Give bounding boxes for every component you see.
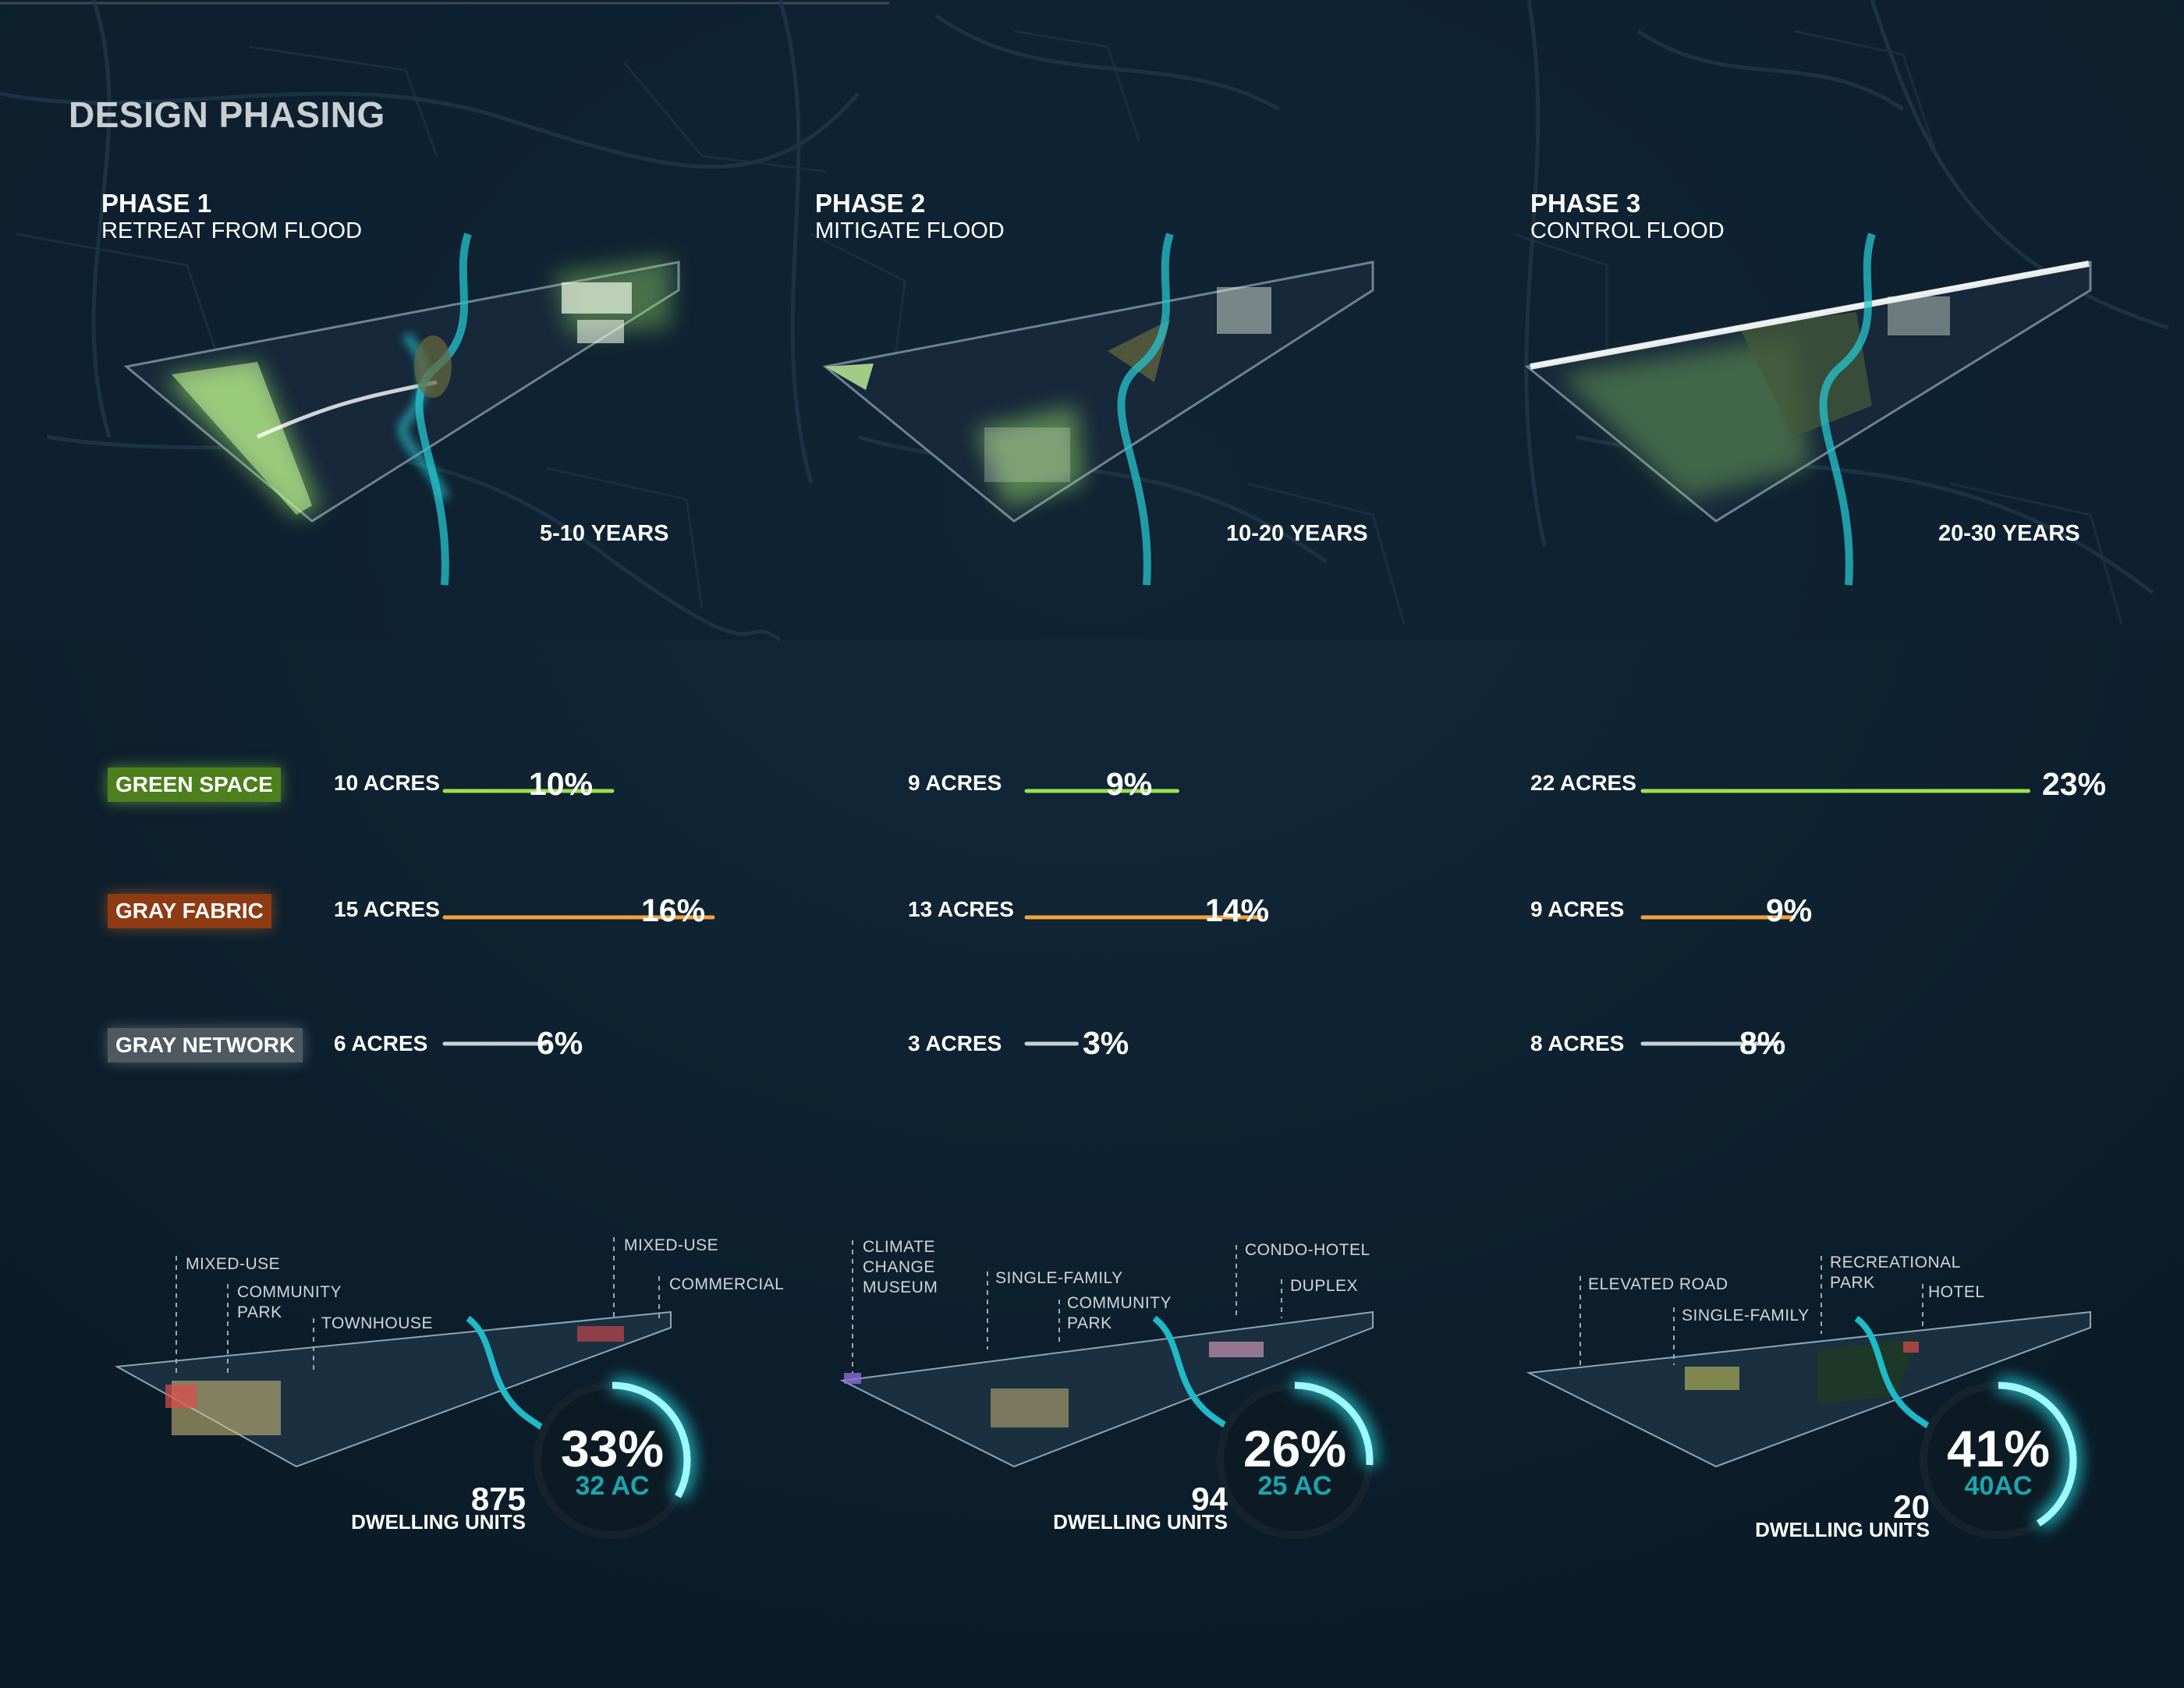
green-pct-phase-2: 9% (1106, 766, 1153, 802)
h3-units-number: 20 (1893, 1488, 1930, 1525)
h3-label-single-family: SINGLE-FAMILY (1682, 1307, 1810, 1325)
fabric-pct-phase-3: 9% (1766, 892, 1813, 928)
ring-percent-1: 33% (561, 1420, 664, 1477)
housing-1-units: 875 DWELLING UNITS (328, 1481, 526, 1534)
ring-acres-3: 40AC (1965, 1471, 2033, 1501)
ring-arc-1 (534, 1381, 691, 1539)
green-acres-phase-3: 22 ACRES (1530, 771, 1636, 795)
green-acres-phase-2: 9 ACRES (908, 771, 1002, 795)
housing-plan-1 (114, 1310, 672, 1500)
network-pct-phase-2: 3% (1083, 1025, 1129, 1061)
land-use-bar-chart (438, 785, 2035, 1050)
phase-3-subtitle: CONTROL FLOOD (1530, 218, 1725, 243)
ring-arc-3 (1920, 1381, 2077, 1539)
phase-3-years: 20-30 YEARS (1938, 521, 2080, 546)
ring-percent-3: 41% (1947, 1420, 2050, 1477)
page-title: DESIGN PHASING (69, 94, 385, 135)
phase-1-header: PHASE 1 RETREAT FROM FLOOD (101, 189, 362, 244)
network-acres-phase-1: 6 ACRES (334, 1031, 428, 1055)
fabric-acres-phase-1: 15 ACRES (334, 897, 440, 921)
legend-green-space: GREEN SPACE (108, 768, 281, 802)
ring-acres-1: 32 AC (575, 1471, 649, 1501)
h2-label-single-family: SINGLE-FAMILY (995, 1269, 1123, 1287)
green-acres-phase-1: 10 ACRES (334, 771, 440, 795)
ring-percent-2: 26% (1243, 1420, 1346, 1477)
network-acres-phase-2: 3 ACRES (908, 1031, 1002, 1055)
h1-units-number: 875 (470, 1481, 526, 1517)
h2-label-museum: CLIMATE CHANGE MUSEUM (863, 1238, 938, 1296)
h1-label-mixed-use-2: MIXED-USE (624, 1236, 719, 1254)
network-acres-phase-3: 8 ACRES (1530, 1031, 1625, 1055)
ring-gauge-1: 33%32 AC (530, 1378, 694, 1542)
phase-1-subtitle: RETREAT FROM FLOOD (101, 218, 363, 243)
green-pct-phase-3: 23% (2042, 766, 2107, 802)
ring-arc-2 (1216, 1381, 1374, 1539)
fabric-acres-phase-2: 13 ACRES (908, 897, 1014, 921)
network-pct-phase-1: 6% (537, 1025, 583, 1061)
h1-units-label: DWELLING UNITS (351, 1510, 526, 1534)
h1-label-community-park: COMMUNITY PARK (237, 1283, 342, 1321)
network-pct-phase-3: 8% (1739, 1025, 1786, 1061)
phase-2-years: 10-20 YEARS (1226, 521, 1368, 546)
phase-1-years: 5-10 YEARS (540, 521, 669, 546)
fabric-acres-phase-3: 9 ACRES (1530, 897, 1625, 921)
housing-rings: 33%32 AC 26%25 AC 41%40AC (530, 1378, 2080, 1542)
green-pct-phase-1: 10% (529, 766, 594, 802)
h3-label-recreational-park: RECREATIONAL PARK (1830, 1254, 1961, 1292)
h3-units-label: DWELLING UNITS (1755, 1518, 1930, 1541)
h2-label-condo-hotel: CONDO-HOTEL (1245, 1241, 1370, 1259)
phase-3-header: PHASE 3 CONTROL FLOOD (1530, 189, 1725, 244)
legend-gray-fabric: GRAY FABRIC (108, 894, 271, 928)
h3-label-hotel: HOTEL (1928, 1283, 1985, 1301)
ring-acres-2: 25 AC (1257, 1471, 1331, 1501)
site-plan-phase-3 (1524, 232, 2092, 586)
fabric-pct-phase-1: 16% (641, 892, 706, 928)
h2-label-community-park: COMMUNITY PARK (1067, 1294, 1172, 1332)
h1-label-commercial: COMMERCIAL (669, 1275, 785, 1293)
housing-3-units: 20 DWELLING UNITS (1732, 1488, 1930, 1542)
h2-label-duplex: DUPLEX (1290, 1277, 1359, 1295)
site-plan-phase-1 (123, 232, 680, 586)
phase-2-subtitle: MITIGATE FLOOD (815, 218, 1005, 243)
h1-label-mixed-use: MIXED-USE (186, 1255, 281, 1273)
phase-2-header: PHASE 2 MITIGATE FLOOD (815, 189, 1005, 244)
ring-gauge-3: 41%40AC (1916, 1378, 2080, 1542)
housing-2-units: 94 DWELLING UNITS (1030, 1481, 1228, 1534)
h2-units-number: 94 (1191, 1481, 1228, 1517)
h3-label-elevated-road: ELEVATED ROAD (1588, 1275, 1728, 1293)
phase-1-name: PHASE 1 (101, 189, 212, 218)
h1-label-townhouse: TOWNHOUSE (321, 1314, 433, 1332)
fabric-pct-phase-2: 14% (1205, 892, 1270, 928)
phase-3-name: PHASE 3 (1530, 189, 1641, 218)
site-plan-phase-2 (822, 232, 1374, 586)
ring-gauge-2: 26%25 AC (1213, 1378, 1377, 1542)
legend-gray-network: GRAY NETWORK (108, 1028, 303, 1062)
phase-2-name: PHASE 2 (815, 189, 926, 218)
h2-units-label: DWELLING UNITS (1053, 1510, 1228, 1534)
